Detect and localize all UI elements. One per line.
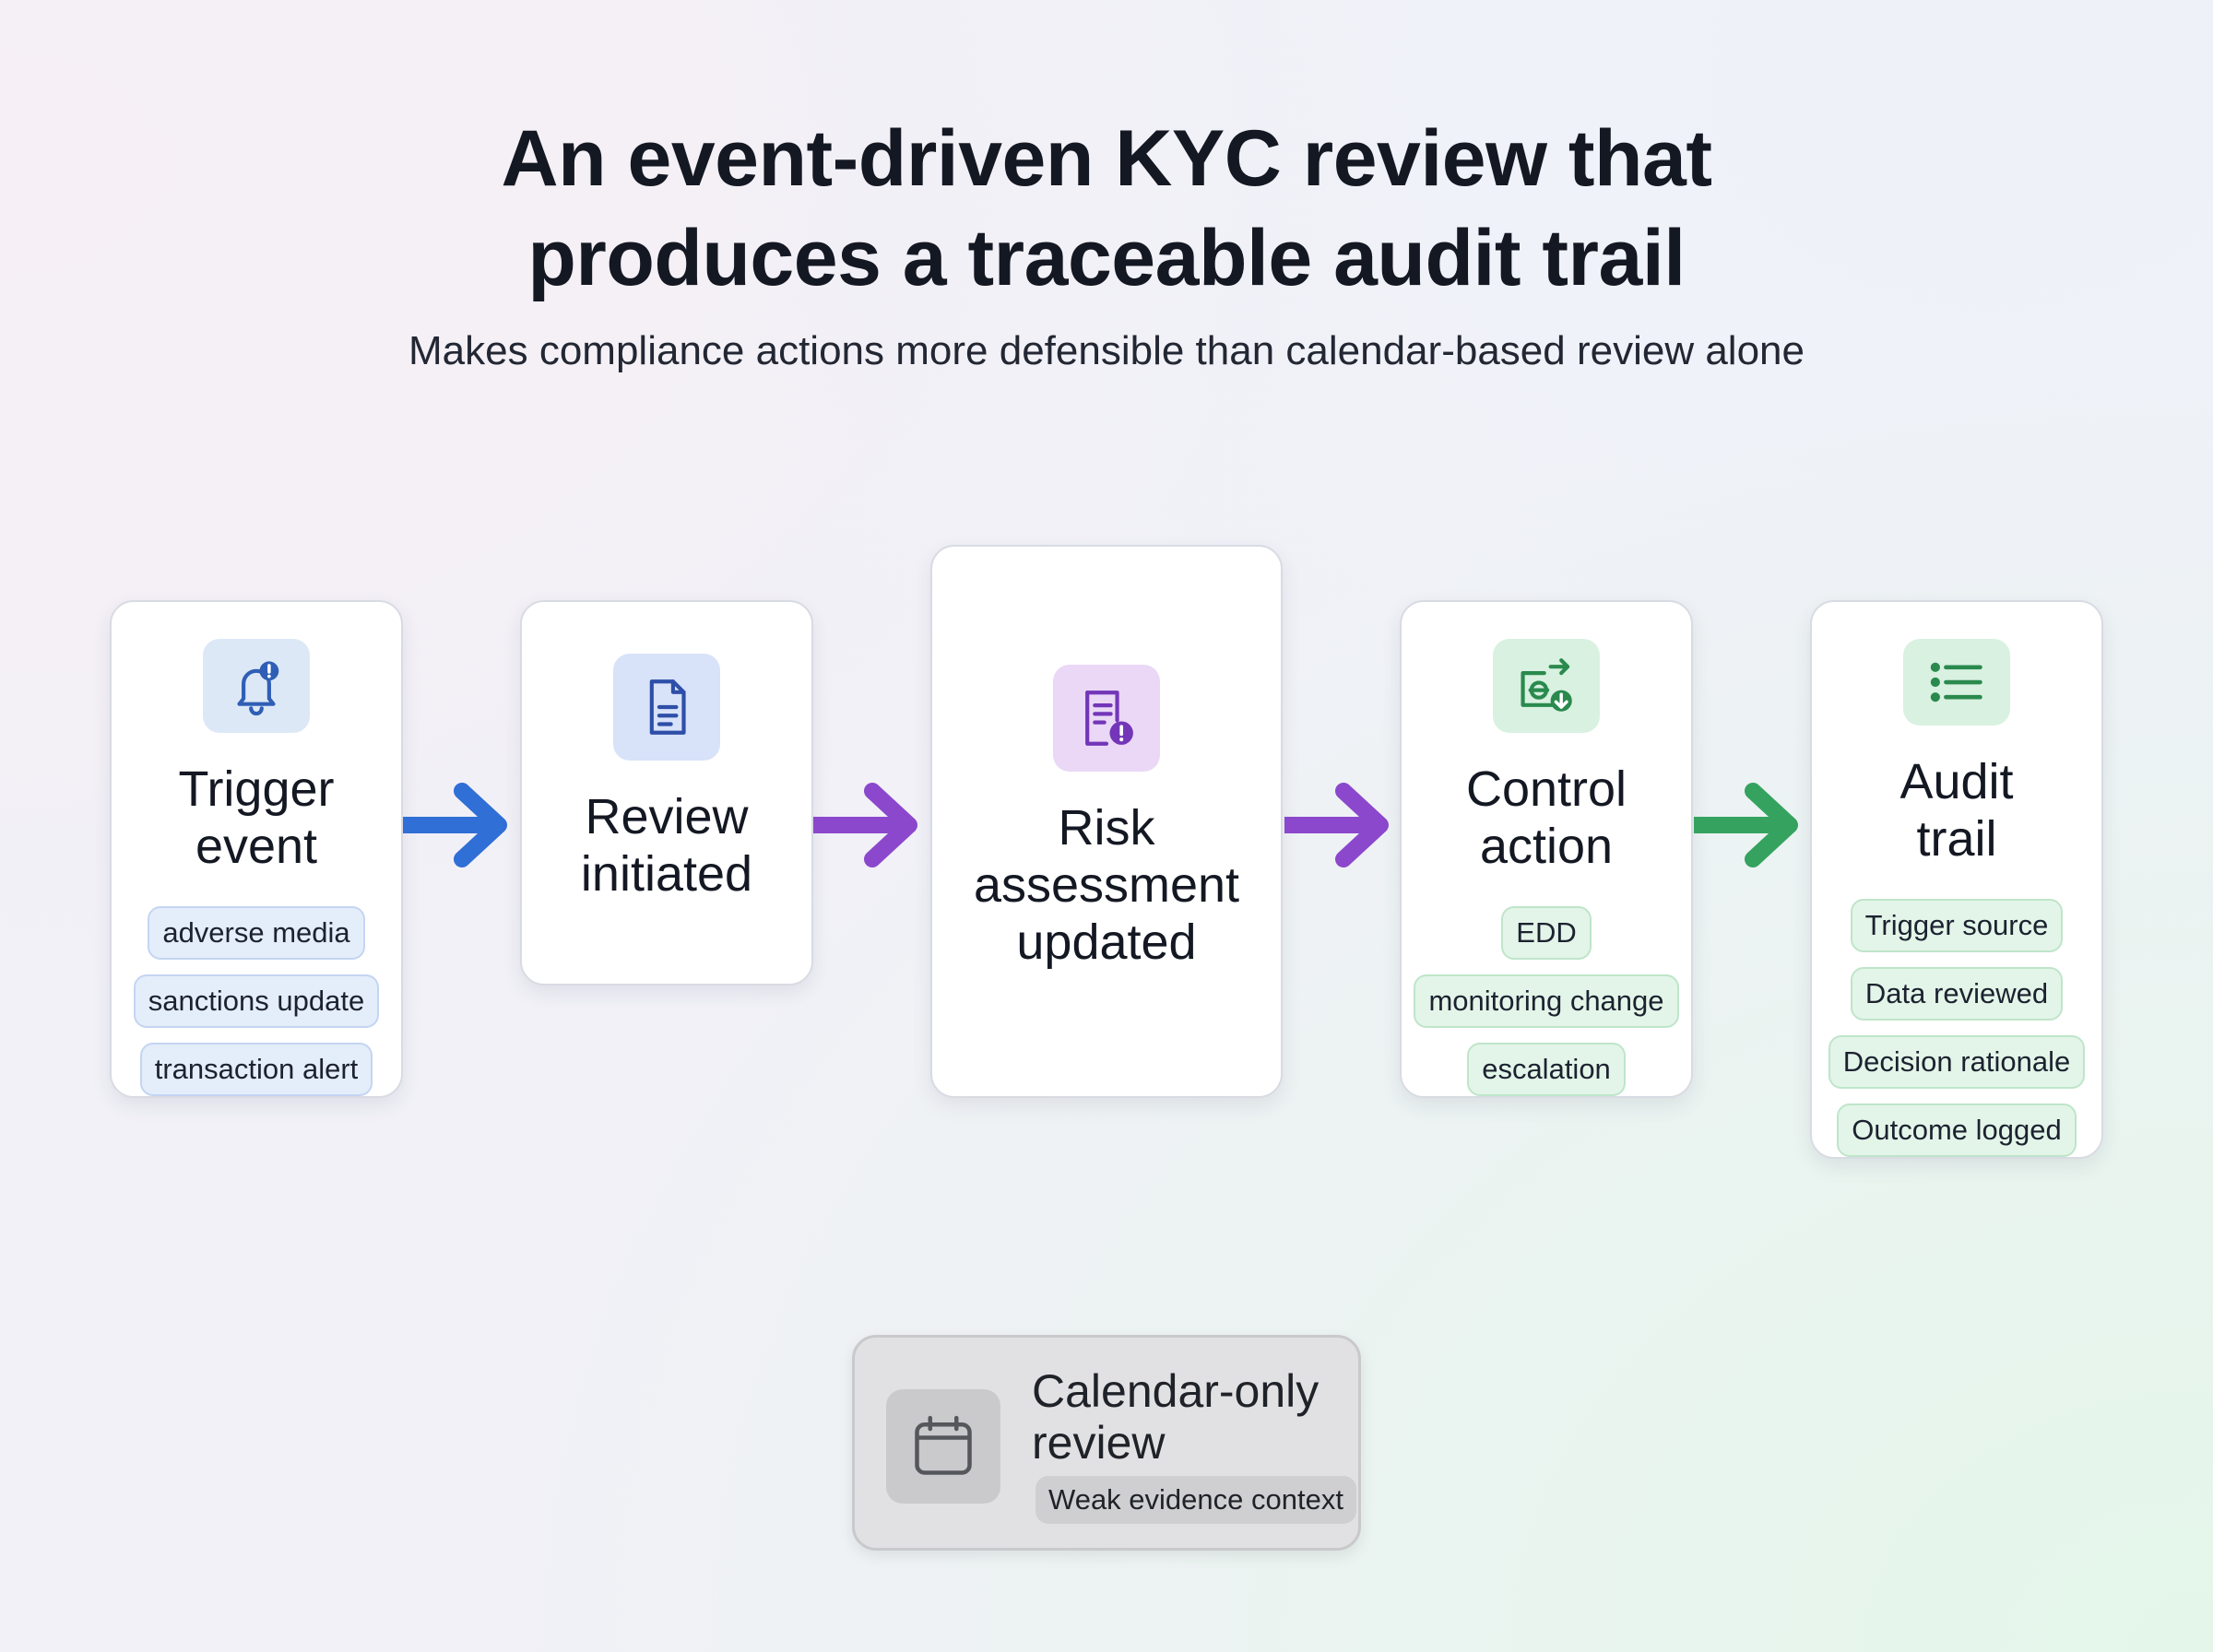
arrow-right-icon: [403, 783, 507, 867]
step-card-risk-assessment: Risk assessment updated: [930, 545, 1283, 1098]
calendar-only-review-card: Calendar-only review Weak evidence conte…: [852, 1335, 1361, 1551]
chip-edd: EDD: [1501, 906, 1592, 960]
bell-alert-icon: [203, 639, 310, 733]
step-label: Audit trail: [1899, 754, 2014, 867]
step-label: Trigger event: [178, 761, 335, 874]
page-subtitle: Makes compliance actions more defensible…: [408, 328, 1805, 373]
arrow-right-icon: [813, 783, 917, 867]
page-title: An event-driven KYC review that produces…: [501, 114, 1712, 302]
chip-trigger-source: Trigger source: [1850, 899, 2064, 952]
audit-chip-list: Trigger source Data reviewed Decision ra…: [1828, 899, 2086, 1157]
chip-weak-evidence-context: Weak evidence context: [1035, 1476, 1356, 1524]
chip-decision-rationale: Decision rationale: [1828, 1035, 2086, 1089]
chip-escalation: escalation: [1467, 1043, 1626, 1096]
document-icon: [613, 654, 720, 761]
step-card-trigger-event: Trigger event adverse media sanctions up…: [110, 600, 403, 1098]
chip-outcome-logged: Outcome logged: [1837, 1103, 2077, 1157]
chip-transaction-alert: transaction alert: [139, 1043, 373, 1096]
step-card-review-initiated: Review initiated: [520, 600, 813, 985]
step-label: Control action: [1465, 761, 1627, 874]
control-chip-list: EDD monitoring change escalation: [1414, 906, 1679, 1096]
document-alert-icon: [1053, 665, 1160, 772]
chip-sanctions-update: sanctions update: [133, 974, 380, 1028]
trigger-chip-list: adverse media sanctions update transacti…: [133, 906, 380, 1096]
step-label: Risk assessment updated: [973, 800, 1240, 970]
arrow-right-icon: [1284, 783, 1389, 867]
arrow-right-icon: [1694, 783, 1798, 867]
chip-data-reviewed: Data reviewed: [1850, 967, 2064, 1021]
calendar-label: Calendar-only review: [1032, 1365, 1320, 1469]
calendar-icon: [886, 1389, 1000, 1504]
step-card-control-action: Control action EDD monitoring change esc…: [1400, 600, 1693, 1098]
chip-adverse-media: adverse media: [148, 906, 365, 960]
step-card-audit-trail: Audit trail Trigger source Data reviewed…: [1810, 600, 2103, 1159]
control-action-icon: [1493, 639, 1600, 733]
list-icon: [1903, 639, 2010, 726]
chip-monitoring-change: monitoring change: [1414, 974, 1679, 1028]
step-label: Review initiated: [580, 789, 753, 902]
